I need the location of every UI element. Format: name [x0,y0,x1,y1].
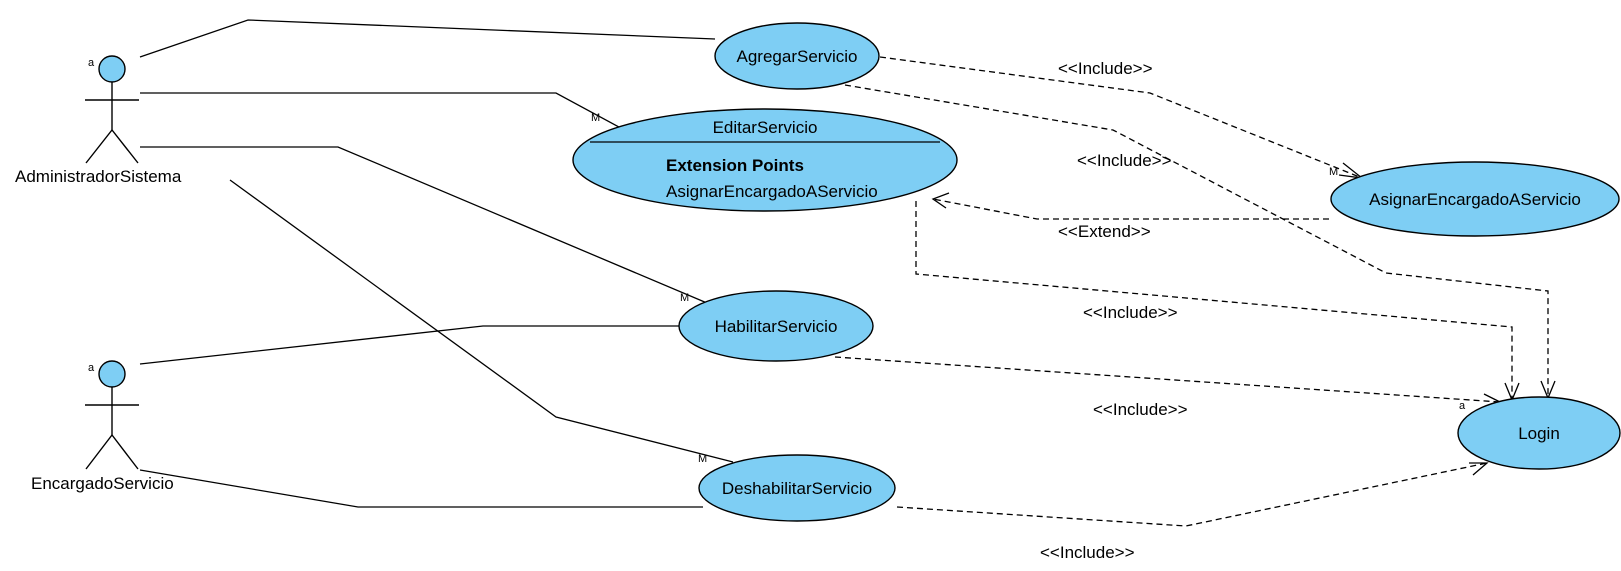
assoc-encargado-deshabilitar [139,469,703,508]
assoc-admin-habilitar [140,146,708,304]
usecase-deshabilitar[interactable]: DeshabilitarServicio [698,454,896,522]
usecase-ellipse [572,108,958,212]
arrowhead-asignar-editar [931,192,950,209]
actor-head [98,360,126,388]
associations [139,19,734,508]
mult-habilitar: M [680,292,689,304]
dep-deshabilitar-login [896,462,1488,527]
actor-legs [85,128,139,164]
dep-agregar-asignar [879,56,1363,179]
label-include-agregar-asignar: <<Include>> [1058,59,1153,78]
usecase-ellipse [678,290,874,362]
label-include-agregar-login: <<Include>> [1077,151,1172,170]
assoc-admin-deshabilitar [229,179,734,463]
actor-legs [85,433,139,470]
dep-agregar-login [844,84,1549,398]
extension-points-heading: Extension Points [666,156,804,175]
actor-encargado[interactable]: a EncargadoServicio [31,360,174,493]
multiplicity-markers: M M M M a [591,112,1466,465]
dep-asignar-editar [932,198,1329,220]
dep-habilitar-login [834,356,1501,403]
label-extend-asignar-editar: <<Extend>> [1058,222,1151,241]
mult-login: a [1459,400,1466,412]
usecase-label-editar: EditarServicio [713,118,818,137]
usecase-ellipse [698,454,896,522]
actor-marker: a [88,362,95,374]
label-include-habilitar-login: <<Include>> [1093,400,1188,419]
usecase-label-habilitar: HabilitarServicio [715,317,838,336]
usecase-login[interactable]: Login [1457,396,1621,470]
actor-marker: a [88,57,95,69]
usecase-ellipse [1330,161,1620,237]
usecase-ellipse [714,22,880,90]
actor-head [98,55,126,83]
usecase-agregar[interactable]: AgregarServicio [714,22,880,90]
label-include-deshabilitar-login: <<Include>> [1040,543,1135,562]
mult-deshabilitar: M [698,453,707,465]
dependencies [834,56,1556,527]
mult-editar: M [591,112,600,124]
arrowhead-agregar-asignar [1338,162,1365,179]
usecase-editar[interactable]: EditarServicio Extension Points AsignarE… [572,108,958,212]
assoc-admin-editar [140,92,631,134]
usecase-label-asignar: AsignarEncargadoAServicio [1369,190,1581,209]
usecase-label-login: Login [1518,424,1560,443]
mult-asignar: M [1329,166,1338,178]
actor-administrador[interactable]: a AdministradorSistema [15,55,182,186]
usecase-habilitar[interactable]: HabilitarServicio [678,290,874,362]
actor-name-administrador: AdministradorSistema [15,167,182,186]
usecase-label-deshabilitar: DeshabilitarServicio [722,479,872,498]
usecase-ellipse [1457,396,1621,470]
assoc-encargado-habilitar [139,325,680,365]
usecase-label-agregar: AgregarServicio [737,47,858,66]
arrowhead-deshabilitar-login [1469,462,1489,476]
relation-labels: <<Include>> <<Include>> <<Extend>> <<Inc… [1040,59,1188,562]
actor-name-encargado: EncargadoServicio [31,474,174,493]
usecase-asignar[interactable]: AsignarEncargadoAServicio [1330,161,1620,237]
dep-editar-login [915,201,1513,400]
label-include-editar-login: <<Include>> [1083,303,1178,322]
assoc-admin-agregar [139,19,716,58]
extension-point-asignar: AsignarEncargadoAServicio [666,182,878,201]
